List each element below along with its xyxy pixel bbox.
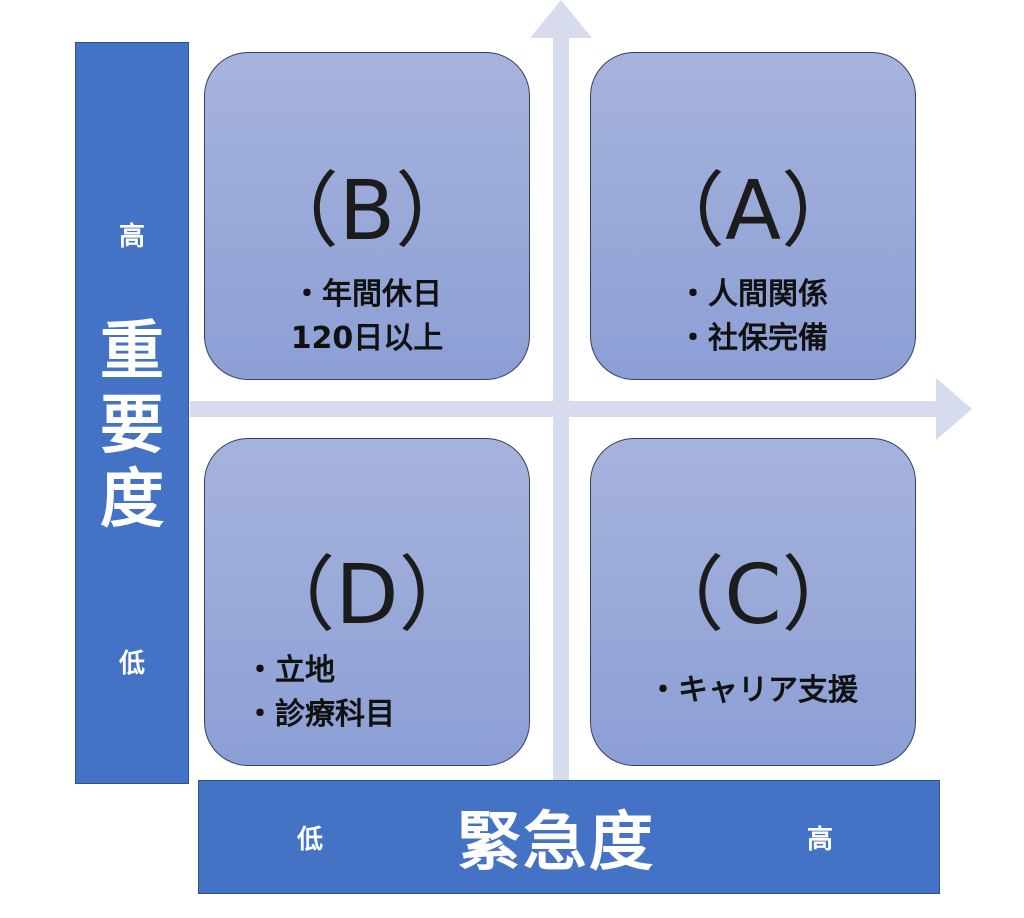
quadrant-d-item: ・診療科目	[245, 697, 395, 732]
quadrant-b-items: ・年間休日 120日以上	[205, 273, 529, 361]
horizontal-axis-arrowhead	[936, 378, 972, 440]
quadrant-b: （B） ・年間休日 120日以上	[204, 52, 530, 380]
quadrant-a-items: ・人間関係 ・社保完備	[591, 273, 915, 361]
quadrant-d: （D） ・立地 ・診療科目	[204, 438, 530, 766]
quadrant-d-item: ・立地	[245, 653, 335, 688]
urgency-axis-bar: 低 緊急度 高	[198, 780, 940, 894]
quadrant-c-letter: （C）	[642, 548, 864, 643]
importance-title-char: 要	[100, 389, 164, 463]
quadrant-d-letter: （D）	[253, 548, 481, 643]
quadrant-b-letter: （B）	[256, 164, 478, 259]
quadrant-d-items: ・立地 ・診療科目	[205, 649, 529, 737]
importance-low-label: 低	[118, 649, 145, 679]
urgency-high-label: 高	[807, 825, 834, 855]
importance-title-char: 重	[100, 315, 164, 389]
quadrant-b-item: ・年間休日	[292, 277, 442, 312]
quadrant-c-items: ・キャリア支援	[591, 669, 915, 713]
urgency-low-label: 低	[297, 825, 324, 855]
quadrant-a-letter: （A）	[642, 164, 864, 259]
vertical-axis-arrowhead	[530, 0, 592, 38]
urgency-axis-title: 緊急度	[457, 806, 655, 880]
quadrant-a-item: ・社保完備	[678, 321, 828, 356]
importance-high-label: 高	[118, 222, 145, 252]
quadrant-c: （C） ・キャリア支援	[590, 438, 916, 766]
quadrant-a: （A） ・人間関係 ・社保完備	[590, 52, 916, 380]
importance-axis-bar: 高 重 要 度 低	[75, 42, 189, 784]
importance-title-char: 度	[100, 463, 164, 537]
quadrant-b-item: 120日以上	[290, 321, 444, 356]
horizontal-axis-line	[190, 401, 936, 417]
quadrant-a-item: ・人間関係	[678, 277, 828, 312]
importance-axis-title: 重 要 度	[76, 315, 188, 537]
quadrant-c-item: ・キャリア支援	[648, 673, 858, 708]
